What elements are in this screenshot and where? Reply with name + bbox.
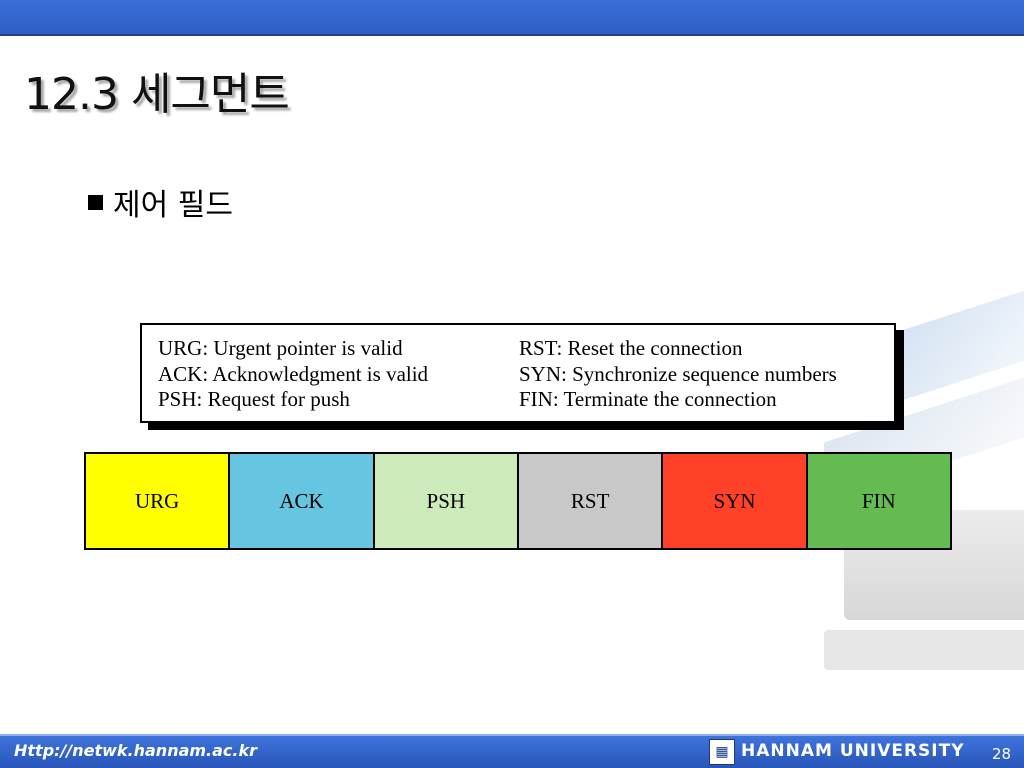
- legend-entry-syn: SYN: Synchronize sequence numbers: [519, 361, 837, 386]
- legend-entry-urg: URG: Urgent pointer is valid: [158, 336, 403, 360]
- bullet-point: 제어 필드: [88, 180, 233, 224]
- square-bullet-icon: [88, 194, 103, 210]
- university-emblem-icon: ▦: [709, 739, 735, 765]
- decorative-keyboard: [824, 630, 1024, 670]
- footer-bar: Http://netwk.hannam.ac.kr ▦ HANNAM UNIVE…: [0, 734, 1024, 768]
- slide-title: 12.3 세그먼트: [24, 69, 290, 120]
- legend-entry-psh: PSH: Request for push: [158, 387, 350, 411]
- footer-url-link[interactable]: Http://netwk.hannam.ac.kr: [14, 741, 258, 760]
- flag-cell-fin: FIN: [807, 454, 950, 548]
- legend-entry-ack: ACK: Acknowledgment is valid: [158, 361, 429, 386]
- footer-university-name: HANNAM UNIVERSITY: [741, 741, 965, 761]
- flag-cell-syn: SYN: [663, 454, 806, 548]
- legend-grid: URG: Urgent pointer is valid RST: Reset …: [158, 336, 894, 413]
- flag-cell-urg: URG: [86, 454, 229, 548]
- legend-entry-fin: FIN: Terminate the connection: [519, 387, 777, 411]
- bullet-text: 제어 필드: [113, 188, 233, 223]
- page-number: 28: [992, 745, 1012, 763]
- top-header-bar: [0, 0, 1024, 36]
- flag-cell-psh: PSH: [374, 454, 517, 548]
- flag-cell-ack: ACK: [230, 454, 373, 548]
- legend-entry-rst: RST: Reset the connection: [519, 336, 743, 360]
- flag-cell-rst: RST: [518, 454, 662, 548]
- flag-legend-box: URG: Urgent pointer is valid RST: Reset …: [140, 323, 896, 423]
- control-flags-row: URG ACK PSH RST SYN FIN: [84, 452, 952, 550]
